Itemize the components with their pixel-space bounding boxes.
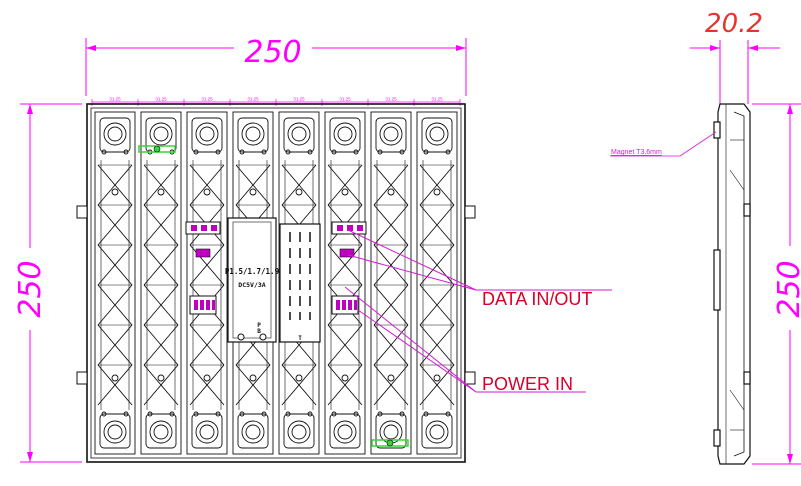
module-column bbox=[186, 111, 228, 455]
right-power-connector bbox=[331, 295, 359, 315]
module-side-view bbox=[713, 103, 751, 465]
column-pitch-dimensions: 31.25 31.25 31.25 31.25 31.25 31.25 31.25 31.25 bbox=[91, 97, 461, 106]
left-data-connector bbox=[185, 221, 221, 258]
pitch-label: 31.25 bbox=[339, 97, 351, 102]
pitch-label: 31.25 bbox=[201, 97, 213, 102]
right-data-connector bbox=[331, 221, 367, 258]
pitch-label: 31.25 bbox=[431, 97, 443, 102]
side-height-dimension: 250 bbox=[752, 103, 801, 465]
pitch-label: 31.25 bbox=[155, 97, 167, 102]
width-dimension: 250 bbox=[85, 35, 467, 96]
magnet-markers bbox=[138, 145, 409, 447]
module-column bbox=[324, 111, 366, 455]
pcb-pin-label-line: P bbox=[257, 322, 261, 329]
module-column bbox=[140, 111, 182, 455]
hub-board: T bbox=[279, 223, 321, 343]
pcb-pin-label-t: T bbox=[298, 335, 302, 342]
magnet-callout: Magnet T3.6mm bbox=[610, 131, 717, 157]
left-power-connector bbox=[189, 295, 217, 315]
data-callout: DATA IN/OUT bbox=[347, 229, 612, 309]
height-dimension-label: 250 bbox=[13, 260, 48, 317]
pcb-model-label: P1.5/1.7/1.9 bbox=[225, 267, 280, 276]
module-column bbox=[94, 111, 136, 455]
magnet-label: Magnet T3.6mm bbox=[611, 149, 662, 156]
side-latches bbox=[76, 205, 476, 385]
module-column bbox=[416, 111, 458, 455]
side-height-label: 250 bbox=[772, 260, 801, 317]
pitch-label: 31.25 bbox=[247, 97, 259, 102]
module-column bbox=[370, 111, 412, 455]
pitch-label: 31.25 bbox=[385, 97, 397, 102]
pcb-voltage-label: DC5V/3A bbox=[238, 281, 265, 289]
pitch-label: 31.25 bbox=[293, 97, 305, 102]
thickness-label: 20.2 bbox=[705, 9, 763, 39]
pitch-label: 31.25 bbox=[109, 97, 121, 102]
height-dimension: 250 bbox=[13, 103, 82, 463]
width-dimension-label: 250 bbox=[244, 35, 301, 70]
pcb-pin-label-line: B bbox=[257, 328, 261, 335]
power-in-label: POWER IN bbox=[482, 374, 573, 394]
power-callout: POWER IN bbox=[344, 286, 586, 394]
data-in-out-label: DATA IN/OUT bbox=[482, 289, 592, 309]
thickness-dimension: 20.2 bbox=[690, 9, 780, 104]
